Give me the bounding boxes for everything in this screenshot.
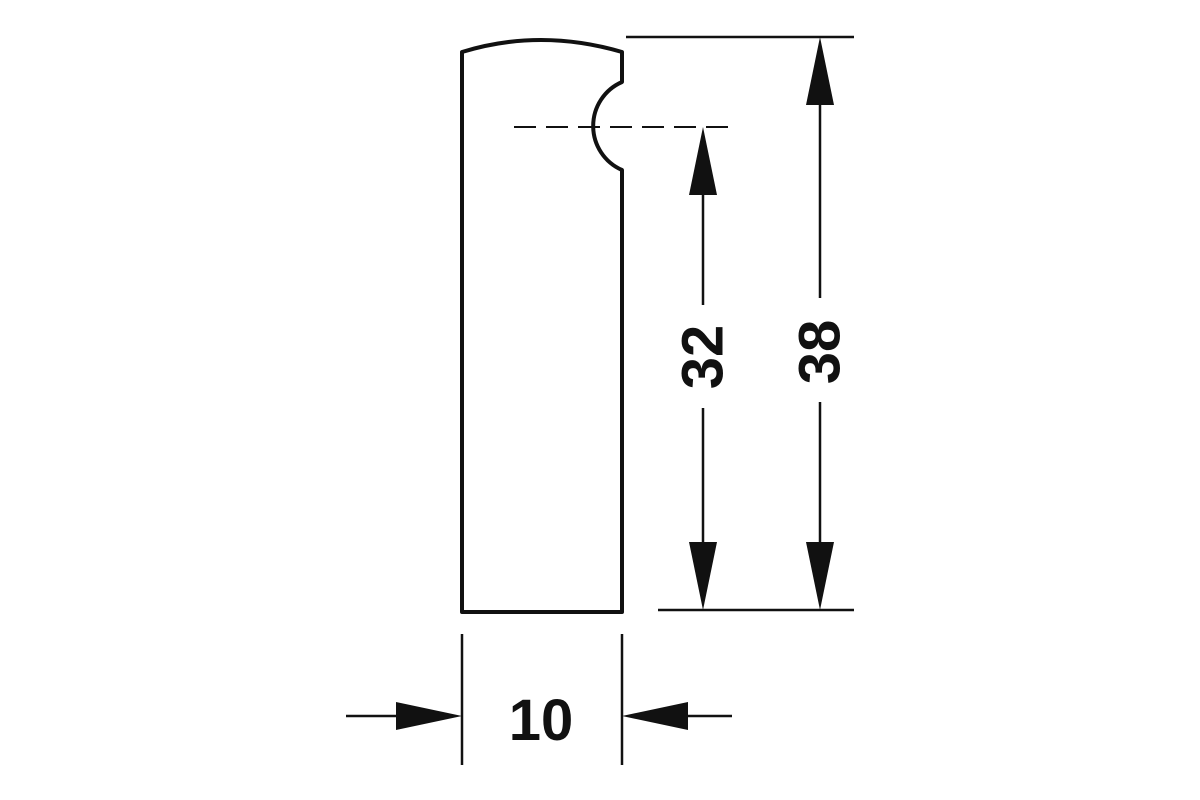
part-outline bbox=[460, 38, 624, 614]
dimension-label-10: 10 bbox=[509, 688, 574, 753]
dimension-label-32: 32 bbox=[671, 325, 736, 390]
arrowhead-32-top bbox=[689, 127, 717, 195]
dimension-38: 38 bbox=[788, 37, 853, 610]
arrowhead-10-left bbox=[396, 702, 462, 730]
dimension-10: 10 bbox=[346, 688, 732, 753]
dimension-32: 32 bbox=[671, 127, 736, 610]
arrowhead-38-bottom bbox=[806, 542, 834, 610]
dimension-label-38: 38 bbox=[788, 320, 853, 385]
arrowhead-32-bottom bbox=[689, 542, 717, 610]
arrowhead-10-right bbox=[622, 702, 688, 730]
arrowhead-38-top bbox=[806, 37, 834, 105]
